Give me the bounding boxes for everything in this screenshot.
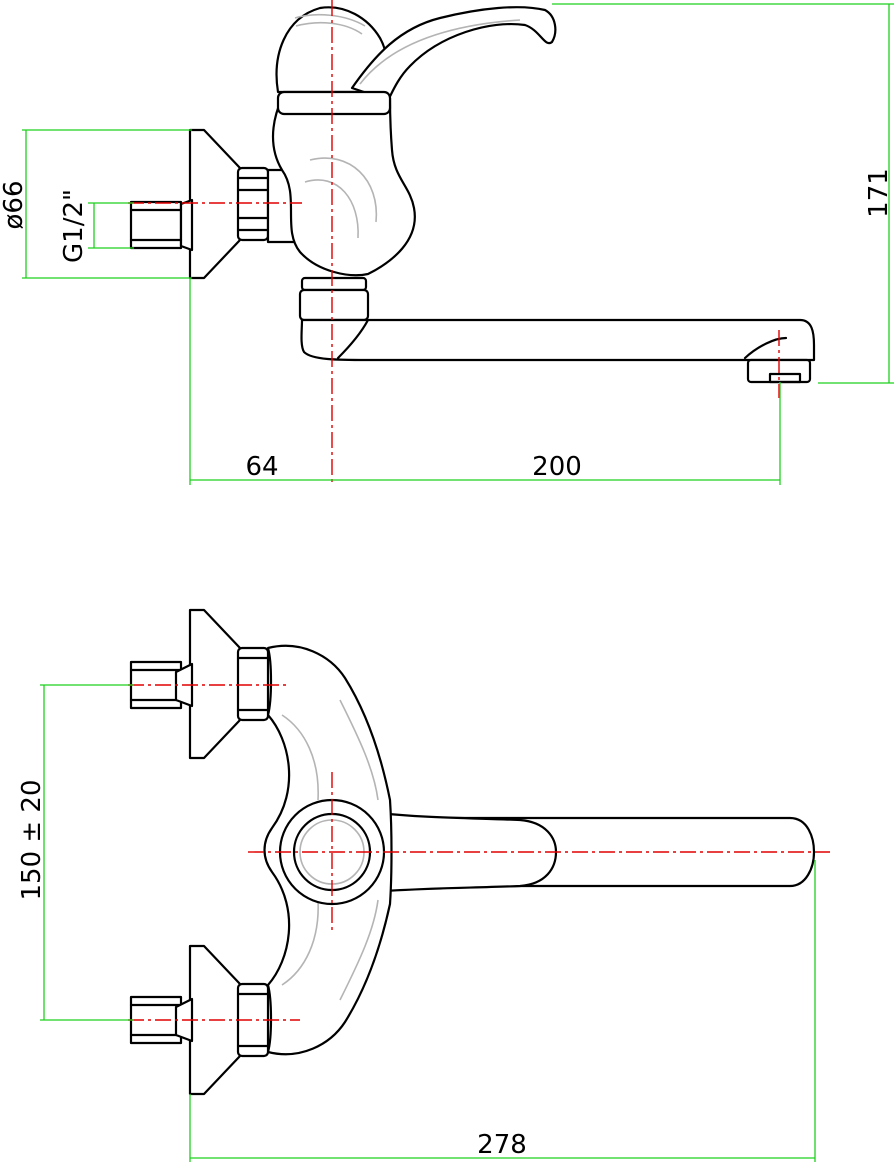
dim-inlet-spacing-label: 150 ± 20 (17, 779, 47, 900)
side-wall-flange (188, 128, 242, 280)
side-inlet-neck (179, 198, 194, 252)
dim-inlet-spacing: 150 ± 20 (17, 684, 134, 1021)
side-swivel-ring (298, 288, 370, 322)
side-spout (300, 318, 816, 362)
dim-total-length-label: 278 (477, 1130, 527, 1160)
top-inlet-upper (129, 608, 270, 760)
side-lower-collar (300, 276, 368, 292)
dim-axis-to-outlet-label: 200 (532, 452, 582, 482)
dim-flange-diameter: ø66 (0, 129, 192, 279)
side-handle-collar (276, 90, 392, 116)
side-valve-body (272, 96, 416, 277)
dim-thread: G1/2" (59, 189, 134, 263)
dim-flange-diameter-label: ø66 (0, 181, 29, 230)
dim-height-label: 171 (864, 168, 894, 218)
top-view: 150 ± 20 278 (17, 608, 830, 1162)
dim-total-length: 278 (189, 860, 816, 1162)
dim-inlet-to-axis-label: 64 (245, 452, 278, 482)
side-lever-arm (350, 6, 557, 102)
dim-height: 171 (552, 3, 894, 384)
dim-horizontal-side: 64 200 (189, 278, 781, 485)
side-view: ø66 G1/2" 171 64 200 (0, 0, 894, 485)
dim-thread-label: G1/2" (59, 189, 89, 263)
